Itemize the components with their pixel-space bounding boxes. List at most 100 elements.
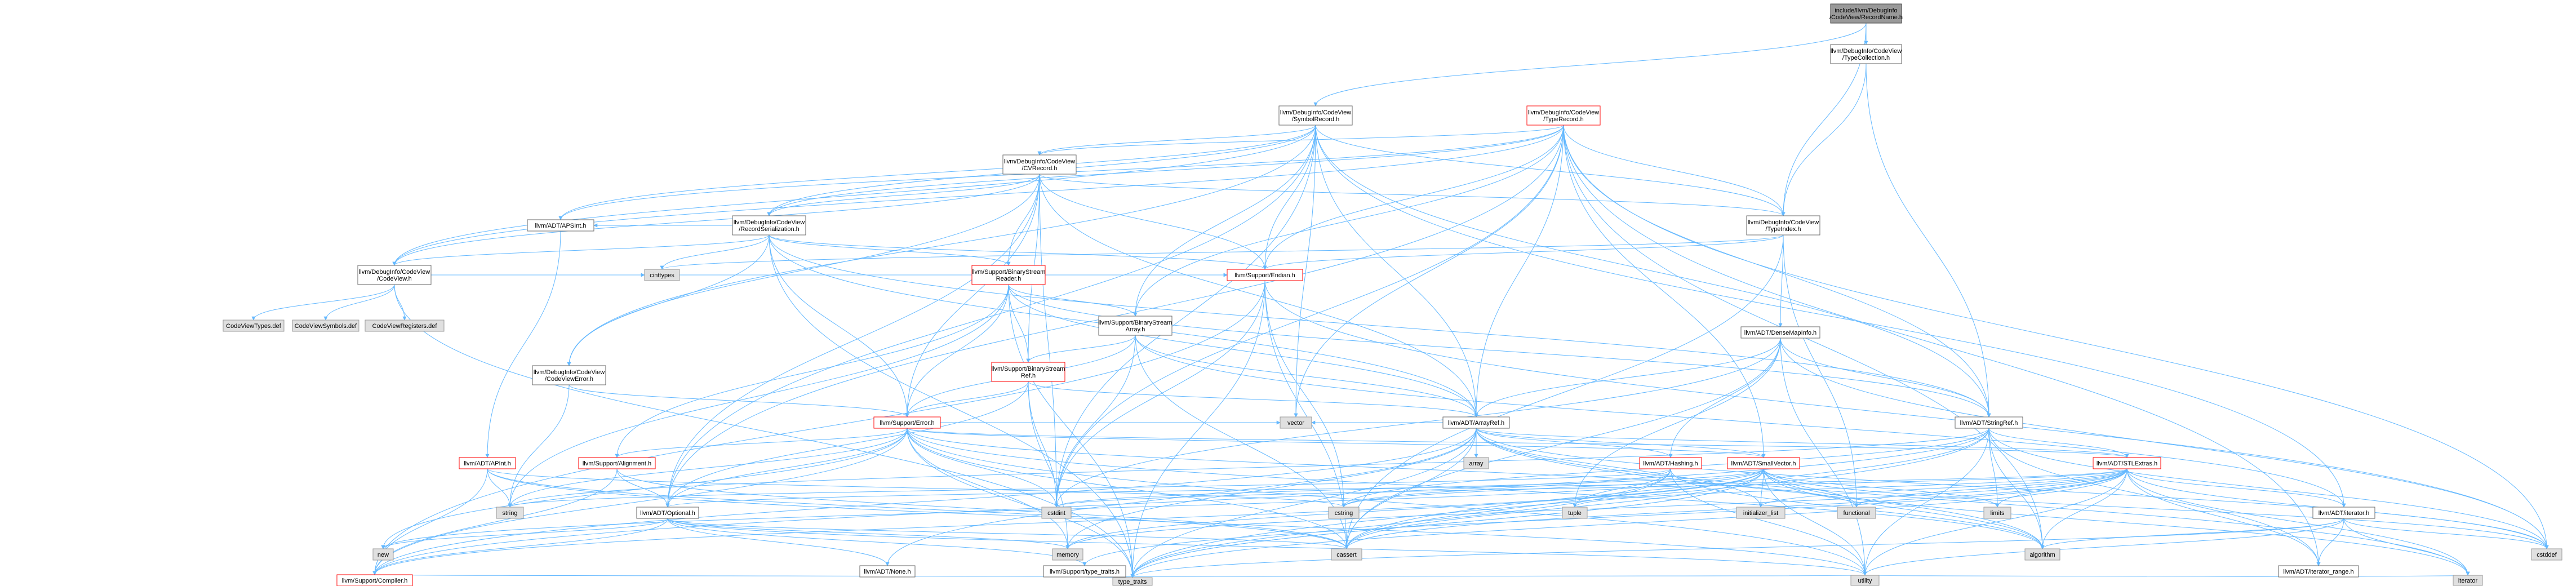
edge-stlextras-to-tuple bbox=[1573, 468, 2128, 508]
edge-codeview-to-codeviewtypes bbox=[251, 284, 395, 321]
node-label: llvm/Support/BinaryStream bbox=[972, 269, 1046, 276]
node-codeviewerror[interactable]: llvm/DebugInfo/CodeView/CodeViewError.h bbox=[532, 365, 606, 385]
node-label: llvm/ADT/DenseMapInfo.h bbox=[1744, 330, 1816, 336]
edge-densemapinfo-to-stringref bbox=[1780, 338, 1991, 418]
node-box bbox=[1463, 457, 1489, 469]
node-box bbox=[459, 457, 516, 469]
node-iterator[interactable]: llvm/ADT/iterator.h bbox=[2312, 507, 2375, 519]
node-box bbox=[1043, 565, 1126, 578]
edge-typerecord-to-cvrecord bbox=[1037, 125, 1564, 156]
edge-stlextras-to-type_traits bbox=[1130, 468, 2128, 578]
node-label: memory bbox=[1056, 552, 1079, 558]
node-label: Ref.h bbox=[1021, 372, 1036, 379]
edge-recordserialization-to-binarystreamreader bbox=[769, 234, 1011, 266]
edge-binarystreamref-to-arrayref bbox=[1028, 381, 1478, 418]
node-box bbox=[2531, 548, 2562, 561]
node-utility: utility bbox=[1850, 575, 1880, 586]
edge-typerecord-to-endian bbox=[1263, 125, 1564, 270]
edge-symbolrecord-to-cvrecord bbox=[1037, 125, 1316, 156]
node-box bbox=[991, 362, 1065, 382]
edge-optional-to-compiler bbox=[372, 518, 668, 575]
edge-apint-to-string bbox=[487, 468, 512, 508]
node-label: llvm/Support/BinaryStream bbox=[1099, 319, 1172, 326]
edge-symbolrecord-to-apsint bbox=[558, 125, 1316, 220]
node-stlextras[interactable]: llvm/ADT/STLExtras.h bbox=[2093, 457, 2161, 469]
edge-typeindex-to-cinttypes bbox=[660, 234, 1784, 270]
node-label: Array.h bbox=[1126, 326, 1145, 333]
edge-binarystreamarray-to-arrayref bbox=[1135, 335, 1478, 418]
edge-densemapinfo-to-tuple bbox=[1573, 338, 1781, 508]
edge-binarystreamref-to-memory bbox=[1028, 381, 1070, 549]
node-smallvector[interactable]: llvm/ADT/SmallVector.h bbox=[1727, 457, 1800, 469]
node-box bbox=[1098, 316, 1172, 336]
node-symbolrecord[interactable]: llvm/DebugInfo/CodeView/SymbolRecord.h bbox=[1278, 105, 1353, 126]
node-label: llvm/DebugInfo/CodeView bbox=[534, 369, 605, 376]
node-type_traits: type_traits bbox=[1112, 577, 1153, 586]
node-typeindex[interactable]: llvm/DebugInfo/CodeView/TypeIndex.h bbox=[1746, 215, 1820, 236]
node-apint[interactable]: llvm/ADT/APInt.h bbox=[459, 457, 516, 469]
edge-recordserialization-to-error bbox=[769, 234, 909, 418]
edge-endian-to-cstddef bbox=[1264, 280, 2549, 549]
edge-typerecord-to-binarystreamarray bbox=[1133, 125, 1564, 317]
node-box bbox=[2453, 575, 2483, 586]
node-label: vector bbox=[1287, 420, 1304, 427]
node-box bbox=[2024, 548, 2060, 561]
node-optional[interactable]: llvm/ADT/Optional.h bbox=[636, 507, 699, 519]
edge-binarystreamreader-to-alignment bbox=[615, 284, 1009, 458]
node-box bbox=[1830, 44, 1902, 64]
node-label: llvm/ADT/iterator_range.h bbox=[2283, 569, 2353, 575]
node-recordserialization[interactable]: llvm/DebugInfo/CodeView/RecordSerializat… bbox=[732, 215, 806, 236]
node-densemapinfo[interactable]: llvm/ADT/DenseMapInfo.h bbox=[1740, 326, 1820, 339]
node-box bbox=[1041, 507, 1072, 519]
node-error[interactable]: llvm/Support/Error.h bbox=[873, 416, 941, 429]
node-label: CodeViewSymbols.def bbox=[295, 323, 357, 330]
node-none[interactable]: llvm/ADT/None.h bbox=[859, 565, 916, 578]
node-endian[interactable]: llvm/Support/Endian.h bbox=[1227, 269, 1303, 281]
edge-recordserialization-to-cinttypes bbox=[660, 234, 770, 270]
node-label: llvm/ADT/None.h bbox=[864, 569, 911, 575]
node-apsint[interactable]: llvm/ADT/APSInt.h bbox=[527, 219, 594, 232]
edge-apsint-to-apint bbox=[485, 230, 561, 458]
node-cvrecord[interactable]: llvm/DebugInfo/CodeView/CVRecord.h bbox=[1002, 154, 1077, 175]
node-label: limits bbox=[1990, 510, 2005, 517]
edge-codeview-to-codeviewsymbols bbox=[323, 284, 395, 321]
edge-stlextras-to-iterator_std bbox=[2126, 468, 2470, 576]
node-tuple: tuple bbox=[1562, 507, 1588, 519]
node-codeview[interactable]: llvm/DebugInfo/CodeView/CodeView.h bbox=[357, 265, 432, 285]
edge-symbolrecord-to-typeindex bbox=[1315, 125, 1786, 216]
edge-cvrecord-to-endian bbox=[1039, 174, 1267, 270]
node-stringref[interactable]: llvm/ADT/StringRef.h bbox=[1955, 416, 2023, 429]
edge-arrayref-to-smallvector bbox=[1476, 428, 1766, 458]
node-typerecord[interactable]: llvm/DebugInfo/CodeView/TypeRecord.h bbox=[1526, 105, 1601, 126]
edge-cvrecord-to-typeindex bbox=[1039, 174, 1786, 216]
edge-binarystreamreader-to-stringref bbox=[1008, 284, 1991, 418]
edge-error-to-algorithm bbox=[907, 428, 2045, 549]
node-box bbox=[1850, 575, 1880, 586]
node-hashing[interactable]: llvm/ADT/Hashing.h bbox=[1639, 457, 1702, 469]
node-box bbox=[292, 319, 359, 332]
edge-typetraits_llvm-to-utility bbox=[1084, 575, 1866, 580]
node-alignment[interactable]: llvm/Support/Alignment.h bbox=[578, 457, 656, 469]
edge-codeviewerror-to-error bbox=[569, 384, 909, 418]
edge-stlextras-to-iterator bbox=[2126, 468, 2346, 508]
edge-arrayref-to-iterator_std bbox=[1476, 428, 2470, 576]
node-compiler[interactable]: llvm/Support/Compiler.h bbox=[336, 574, 413, 586]
node-label: llvm/DebugInfo/CodeView bbox=[359, 269, 430, 276]
edge-cvrecord-to-error bbox=[905, 174, 1040, 418]
node-box bbox=[578, 457, 656, 469]
node-box bbox=[1052, 548, 1083, 561]
node-typecollection[interactable]: llvm/DebugInfo/CodeView/TypeCollection.h bbox=[1830, 44, 1902, 64]
node-box bbox=[1983, 507, 2011, 519]
node-iterator_range[interactable]: llvm/ADT/iterator_range.h bbox=[2278, 565, 2359, 578]
node-typetraits_llvm[interactable]: llvm/Support/type_traits.h bbox=[1043, 565, 1126, 578]
node-box bbox=[527, 219, 594, 232]
edge-optional-to-none bbox=[667, 518, 890, 566]
edge-error-to-memory bbox=[907, 428, 1070, 549]
edge-arrayref-to-hashing bbox=[1476, 428, 1673, 458]
node-arrayref[interactable]: llvm/ADT/ArrayRef.h bbox=[1442, 416, 1510, 429]
node-label: new bbox=[377, 552, 389, 558]
node-label: llvm/ADT/StringRef.h bbox=[1960, 420, 2018, 427]
